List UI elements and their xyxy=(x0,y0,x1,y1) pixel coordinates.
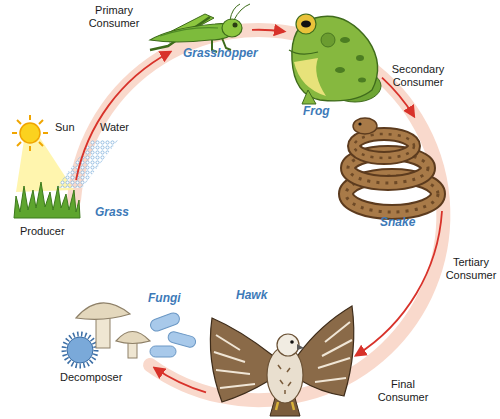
organism-node: Primary ConsumerGrasshopper xyxy=(140,4,252,52)
frog-spot xyxy=(340,37,350,43)
sun-ray xyxy=(17,142,21,146)
organism-name: Grasshopper xyxy=(183,47,258,60)
element-label: Sun xyxy=(55,121,75,134)
frog-eye xyxy=(296,14,316,34)
trophic-level: Producer xyxy=(20,225,65,238)
frog-mouth xyxy=(289,50,318,54)
frog-foot xyxy=(302,90,316,104)
frog-spot xyxy=(356,55,364,61)
organism-name: Snake xyxy=(380,216,415,229)
grasshopper-head xyxy=(222,19,242,37)
trophic-level: Tertiary Consumer xyxy=(443,256,499,282)
organism-name: Hawk xyxy=(236,289,267,302)
frog-throat xyxy=(294,58,326,96)
organism-node: GrassProducer xyxy=(14,180,78,220)
water-drops xyxy=(56,140,118,188)
hawk-beak xyxy=(297,344,304,350)
organism-name: Fungi xyxy=(148,292,181,305)
sun-ray xyxy=(39,120,43,124)
organism-node: HawkFinal Consumer xyxy=(206,305,356,417)
trophic-level: Final Consumer xyxy=(374,378,432,404)
flow-arrow xyxy=(155,368,206,392)
sun-ray xyxy=(39,142,43,146)
organism-node: FungiDecomposer xyxy=(58,300,200,368)
hawk-streaks xyxy=(278,365,291,394)
frog-eardrum xyxy=(321,33,335,47)
element-label: Water xyxy=(100,121,129,134)
hawk-eye xyxy=(290,340,294,344)
snake-coil xyxy=(354,134,414,158)
bacteria-capsule xyxy=(150,346,176,357)
grasshopper-eye xyxy=(233,23,238,28)
sun-disc xyxy=(20,123,40,143)
trophic-level: Secondary Consumer xyxy=(384,63,452,89)
flow-arrow xyxy=(356,211,442,355)
flow-arrow xyxy=(252,30,284,32)
organism-name: Grass xyxy=(95,206,129,219)
snake-eye xyxy=(358,122,361,125)
hawk-feet xyxy=(276,402,294,410)
snake-pattern xyxy=(354,134,414,158)
organism-node: FrogSecondary Consumer xyxy=(284,8,382,106)
frog-pupil xyxy=(301,21,311,28)
trophic-level: Decomposer xyxy=(60,371,122,384)
organism-node: SnakeTertiary Consumer xyxy=(338,116,442,216)
sun-rays xyxy=(12,115,48,151)
sun-ray xyxy=(29,146,31,151)
trophic-level: Primary Consumer xyxy=(83,4,145,30)
sun-ray xyxy=(12,132,17,134)
flow-arrow xyxy=(382,78,414,116)
hawk-feathers xyxy=(315,322,352,382)
mushroom-cap xyxy=(116,332,150,344)
grasshopper-antenna xyxy=(230,4,240,20)
organism-name: Frog xyxy=(303,105,330,118)
grasshopper-wing xyxy=(160,28,218,36)
snake-head xyxy=(353,118,377,134)
sun-ray xyxy=(43,132,48,134)
hawk-wing xyxy=(210,318,272,402)
microbe-body xyxy=(67,337,93,363)
microbe-spikes xyxy=(64,334,96,366)
sun-ray xyxy=(17,120,21,124)
hawk-wing xyxy=(298,306,354,396)
hawk-feathers xyxy=(214,335,255,388)
sun-ray xyxy=(29,115,31,120)
bacteria-capsule xyxy=(149,311,181,333)
snake-coil xyxy=(354,134,414,158)
frog-spot xyxy=(335,67,345,73)
grass-blades xyxy=(14,182,80,218)
frog-spot xyxy=(358,78,366,83)
mushroom-cap xyxy=(76,303,130,319)
hawk-head xyxy=(277,334,299,356)
flow-arrow xyxy=(76,52,170,180)
